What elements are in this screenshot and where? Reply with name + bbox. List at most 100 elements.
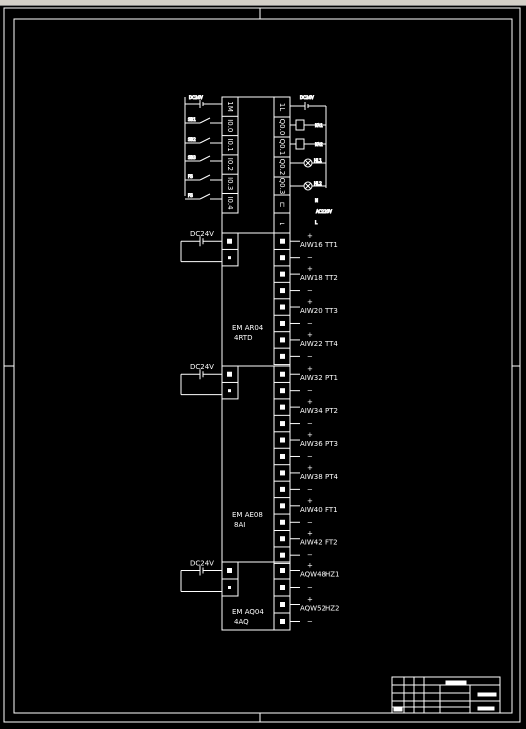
channel-tag: FT1 xyxy=(325,506,338,514)
plus-sign: + xyxy=(307,530,313,538)
cpu-input-label: I0.4 xyxy=(226,196,234,210)
terminal-screw xyxy=(280,421,285,427)
cpu-output-label: ⊓ xyxy=(279,201,284,209)
terminal-screw xyxy=(280,552,285,558)
channel-tag: HZ2 xyxy=(325,605,340,613)
channel-tag: TT1 xyxy=(324,241,338,249)
module-supply-label: DC24V xyxy=(190,230,214,238)
output-device-label: HL2 xyxy=(314,181,322,186)
terminal-screw xyxy=(227,238,232,244)
cpu-output-label: Q0.2 xyxy=(278,159,286,176)
title-block xyxy=(391,676,501,714)
output-device-label: KA1 xyxy=(315,123,323,128)
relay-coil xyxy=(295,119,305,131)
input-device-label: FS xyxy=(188,174,193,179)
terminal-screw xyxy=(280,619,285,624)
module-supply-label: DC24V xyxy=(190,560,214,568)
cpu-input-label: I0.0 xyxy=(226,119,234,132)
cpu-output-label: Q0.1 xyxy=(278,139,286,156)
cpu-input-label: I0.1 xyxy=(226,138,234,151)
module-type: 4AQ xyxy=(234,618,249,626)
minus-sign: − xyxy=(307,420,313,428)
plus-sign: + xyxy=(307,497,313,505)
module-type: 8AI xyxy=(234,521,245,529)
channel-address: AIW18 xyxy=(300,274,323,282)
terminal-screw xyxy=(280,453,285,459)
terminal-screw xyxy=(280,536,285,542)
terminal-screw xyxy=(280,437,285,443)
channel-address: AIW20 xyxy=(300,307,323,315)
channel-tag: PT3 xyxy=(325,440,338,448)
minus-sign: − xyxy=(307,618,313,626)
channel-address: AIW36 xyxy=(300,440,323,448)
module-body xyxy=(221,365,291,563)
channel-tag: PT4 xyxy=(325,473,338,481)
terminal-screw xyxy=(227,371,232,377)
plus-sign: + xyxy=(307,265,313,273)
terminal-screw xyxy=(280,585,285,590)
minus-sign: − xyxy=(307,319,313,327)
terminal-screw xyxy=(280,288,285,294)
minus-sign: − xyxy=(307,287,313,295)
module-name: EM AQ04 xyxy=(232,608,264,616)
terminal-screw xyxy=(227,568,232,573)
channel-address: AIW38 xyxy=(300,473,323,481)
channel-tag: HZ1 xyxy=(325,571,340,579)
channel-address: AQW48 xyxy=(300,571,326,579)
terminal-screw xyxy=(280,371,285,377)
cpu-output-label: 1L xyxy=(278,103,286,111)
channel-tag: PT1 xyxy=(325,374,338,382)
terminal-screw xyxy=(280,503,285,509)
terminal-screw xyxy=(280,404,285,410)
input-device-label: SB3 xyxy=(188,155,196,160)
switch-contact xyxy=(199,193,211,200)
channel-tag: TT4 xyxy=(324,340,338,348)
switch-contact xyxy=(199,174,211,181)
terminal-screw xyxy=(280,238,285,244)
terminal-screw xyxy=(280,602,285,607)
drawing-frame xyxy=(3,7,521,723)
window-top-border xyxy=(0,0,526,6)
module-name: EM AR04 xyxy=(232,324,264,332)
channel-tag: FT2 xyxy=(325,539,338,547)
channel-address: AQW52 xyxy=(300,605,326,613)
plus-sign: + xyxy=(307,365,313,373)
plus-sign: + xyxy=(307,431,313,439)
module-name: EM AE08 xyxy=(232,511,263,519)
output-supply-label: DC24V xyxy=(300,95,314,100)
module-type: 4RTD xyxy=(234,334,252,342)
input-supply-label: DC24V xyxy=(189,95,203,100)
cpu-input-label: I0.2 xyxy=(226,158,234,171)
switch-contact xyxy=(199,137,211,144)
plus-sign: + xyxy=(307,562,313,570)
terminal-screw xyxy=(280,568,285,573)
terminal-screw xyxy=(280,470,285,476)
module-supply-label: DC24V xyxy=(190,363,214,371)
terminal-screw xyxy=(228,256,231,260)
terminal-screw xyxy=(280,388,285,394)
ac-terminal-label: L xyxy=(315,220,318,225)
relay-coil xyxy=(295,138,305,150)
cpu-output-label: Q0.0 xyxy=(278,119,286,136)
lamp-cross xyxy=(304,182,312,190)
minus-sign: − xyxy=(307,452,313,460)
input-device-label: FS xyxy=(188,193,193,198)
plus-sign: + xyxy=(307,464,313,472)
switch-contact xyxy=(199,117,211,124)
switch-contact xyxy=(199,155,211,162)
cpu-field-wiring: DC24VSB1SB2SB3FSFSDC24VKA1KA2HL1HL2NAC22… xyxy=(184,95,333,226)
minus-sign: − xyxy=(307,584,313,592)
terminal-screw xyxy=(228,586,231,589)
channel-address: AIW32 xyxy=(300,374,323,382)
ac-supply-label: AC220V xyxy=(316,209,332,214)
terminal-screw xyxy=(280,353,285,359)
channel-address: AIW40 xyxy=(300,506,323,514)
channel-address: AIW16 xyxy=(300,241,323,249)
minus-sign: − xyxy=(307,254,313,262)
terminal-screw xyxy=(228,389,231,393)
minus-sign: − xyxy=(307,551,313,559)
